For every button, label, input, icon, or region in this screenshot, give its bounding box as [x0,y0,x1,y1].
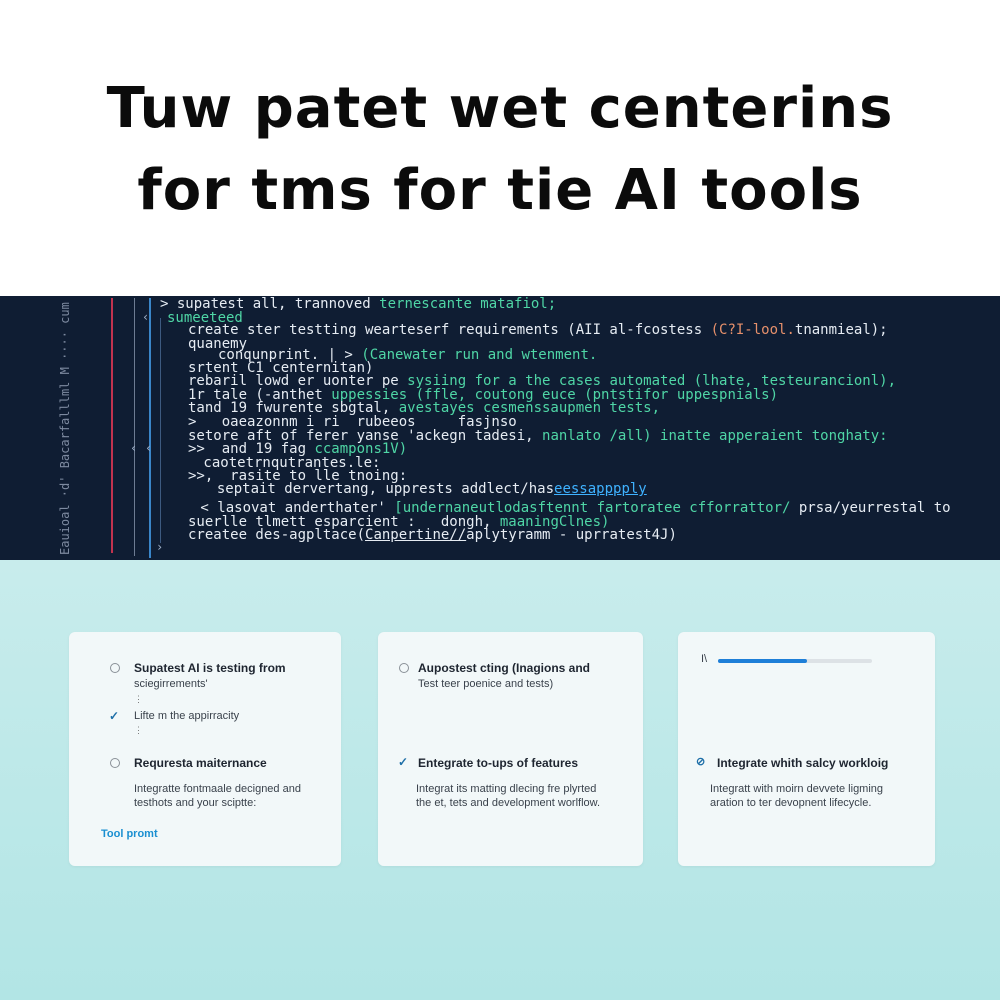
code-line: >>, rasite to lle tnoing: [188,469,407,484]
guide-line [134,298,135,556]
feature-card-1: Supatest AI is testing from sciegirremen… [69,632,341,866]
radio-icon[interactable] [399,663,409,673]
feature-card-2: Aupostest cting (Inagions and Test teer … [378,632,643,866]
code-line: >> and 19 fag ccampons1V) [188,442,407,457]
code-token: nanlato /all) inatte apperaient tonghaty… [542,428,888,444]
code-token: uppessies (ffle, coutong euce (pntstifor… [331,387,779,403]
code-token: < lasovat anderthater' [192,500,395,516]
code-line: septait dervertang, upprests addlect/has… [200,482,647,497]
item-desc: the et, tets and development worlflow. [416,797,601,809]
item-title: Entegrate to-ups of features [418,756,579,770]
item-title: Lifte m the appirracity [134,710,240,722]
code-token: sysiing for a the cases automated (lhate… [407,373,897,389]
item-desc: aration to ter devopnent lifecycle. [710,797,872,809]
code-line: create ster testting wearteserf requirem… [188,323,888,338]
headline: Tuw patet wet centerins for tms for tie … [0,68,1000,232]
code-token: > supatest all, trannoved [160,296,380,312]
code-token: (Canewater run and wtenment. [361,347,598,363]
gutter-label: Eauioal ·d' Bacarfalllml M ···· cum [58,302,72,555]
check-icon: ✓ [109,709,120,723]
code-line: setore aft of ferer yanse 'ackegn tadesi… [188,429,888,444]
item-desc: Integratt with moirn devvete ligming [710,783,884,795]
item-title: Supatest AI is testing from [134,661,286,675]
code-line: tand 19 fwurente sbgtal, avestayes cesme… [188,401,660,416]
code-token: caotetrnqutrantes.le: [195,455,381,471]
code-line: sumeeteed [167,311,243,326]
code-token: suerlle tlmett esparcient : dongh, [188,514,500,530]
code-token: tnanmieal); [794,322,888,338]
code-token: ccampons1V) [314,441,408,457]
fold-marker-icon[interactable]: ‹ [130,441,138,455]
dots: ⋮ [134,725,143,735]
dots: ⋮ [134,694,143,704]
code-token: create ster testting wearteserf requirem… [188,322,711,338]
fold-marker-icon[interactable]: ‹ [142,310,150,324]
fold-marker-icon[interactable]: ‹ [145,441,153,455]
tool-prompt-link[interactable]: Tool promt [101,828,158,840]
code-token: 1r tale (-anthet [188,387,332,403]
progress-fill [718,659,808,663]
code-token: aplytyramm - uprratest4J) [466,527,677,543]
item-title: Aupostest cting (Inagions and [418,661,591,675]
blue-guide-line [149,298,151,558]
radio-icon[interactable] [110,758,120,768]
red-margin-line [111,298,113,553]
code-token: createe des-agpltace( [188,527,366,543]
code-token: setore aft of ferer yanse 'ackegn tadesi… [188,428,543,444]
code-token: avestayes cesmenssaupmen tests, [398,400,661,416]
item-desc: Integratte fontmaale decigned and [134,783,301,795]
item-desc: Integrat its matting dlecing fre plyrted [416,783,597,795]
feature-card-3: I\ Integrate whith salcy workloig ⊘ Inte… [678,632,935,866]
code-token: septait dervertang, upprests addlect/has [200,481,555,497]
code-editor-panel [0,296,1000,560]
code-line: quanemy [188,337,247,352]
item-subtitle: sciegirrements' [134,678,208,690]
code-token: (C?I-lool. [710,322,795,338]
check-circle-icon: ⊘ [696,756,706,768]
headline-line-2: for tms for tie AI tools [137,158,863,223]
code-token: ternescante matafiol; [379,296,557,312]
item-desc: testhots and your sciptte: [134,797,257,809]
code-line: conqunprint. | > (Canewater run and wten… [218,348,597,363]
code-line: createe des-agpltace(Canpertine//aplytyr… [188,528,677,543]
code-line: rebaril lowd er uonter pe sysiing for a … [188,374,896,389]
code-token: [undernaneutlodasftennt fartoratee cffor… [394,500,799,516]
code-token: eessapppply [554,481,647,497]
headline-line-1: Tuw patet wet centerins [106,76,894,141]
code-token: >> and 19 fag [188,441,315,457]
indent-guide-line [160,318,161,543]
code-token: >>, rasite to lle tnoing: [188,468,408,484]
item-title: Integrate whith salcy workloig [717,756,889,770]
item-subtitle: Test teer poenice and tests) [418,678,554,690]
code-token: quanemy [188,336,248,352]
code-line: 1r tale (-anthet uppessies (ffle, couton… [188,388,778,403]
code-token: prsa/yeurrestal to [798,500,951,516]
item-title: Requresta maiternance [134,756,267,770]
code-token: rebaril lowd er uonter pe [188,373,408,389]
code-token: > oaeazonnm i ri rubeeos fasjnso [188,414,517,430]
check-icon: ✓ [398,755,409,769]
code-token: srtent C1 centernitan) [188,360,374,376]
fold-marker-icon[interactable]: › [156,540,164,554]
code-token: tand 19 fwurente sbgtal, [188,400,399,416]
progress-bar [718,659,872,663]
code-line: < lasovat anderthater' [undernaneutlodas… [192,500,951,516]
progress-label: I\ [701,653,708,665]
code-line: srtent C1 centernitan) [188,361,373,376]
code-token: Canpertine// [365,527,467,543]
radio-icon[interactable] [110,663,120,673]
code-line: > supatest all, trannoved ternescante ma… [160,297,556,312]
code-token: conqunprint. | > [218,347,362,363]
code-token: maaningClnes) [499,514,610,530]
code-line: > oaeazonnm i ri rubeeos fasjnso [188,415,517,430]
code-line: suerlle tlmett esparcient : dongh, maani… [188,515,609,530]
code-line: caotetrnqutrantes.le: [195,456,380,471]
code-token: sumeeteed [167,310,243,326]
